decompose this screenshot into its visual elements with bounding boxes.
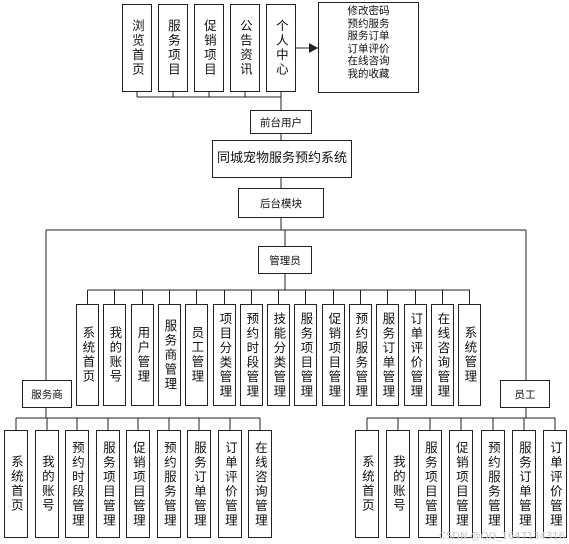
staff-module-5-label: 服务订单管理 bbox=[516, 440, 532, 528]
provider-module-7: 订单评价管理 bbox=[218, 430, 242, 538]
admin-module-1: 我的账号 bbox=[103, 304, 126, 406]
admin-module-7-label: 技能分类管理 bbox=[271, 311, 287, 399]
admin-module-4-label: 员工管理 bbox=[189, 326, 205, 384]
admin-module-14-label: 系统管理 bbox=[462, 326, 478, 384]
watermark: CSDN @QQ_1647134316 bbox=[438, 531, 565, 542]
provider-module-0-label: 系统首页 bbox=[8, 455, 24, 513]
staff-module-1: 我的账号 bbox=[386, 430, 410, 538]
admin-module-2-label: 用户管理 bbox=[135, 326, 151, 384]
admin-module-12: 订单评价管理 bbox=[404, 304, 427, 406]
provider-module-2-label: 预约时段管理 bbox=[69, 440, 85, 528]
provider-module-1: 我的账号 bbox=[35, 430, 59, 538]
personal-center-item-0: 修改密码 bbox=[347, 5, 390, 17]
admin-module-4: 员工管理 bbox=[185, 304, 208, 406]
admin-module-9: 促销项目管理 bbox=[322, 304, 345, 406]
personal-center-arrow-head bbox=[309, 43, 318, 53]
front-user-box: 前台用户 bbox=[250, 110, 312, 134]
front-user-label: 前台用户 bbox=[260, 116, 302, 129]
admin-module-13-label: 在线咨询管理 bbox=[435, 311, 451, 399]
admin-module-3-label: 服务商管理 bbox=[162, 318, 178, 392]
personal-center-item-2: 服务订单 bbox=[347, 30, 390, 43]
front-module-0-label: 浏览首页 bbox=[129, 19, 145, 77]
admin-module-10: 预约服务管理 bbox=[349, 304, 372, 406]
staff-module-6: 订单评价管理 bbox=[543, 430, 567, 538]
admin-box: 管理员 bbox=[258, 246, 312, 274]
provider-module-5-label: 预约服务管理 bbox=[161, 440, 177, 528]
staff-module-4: 预约服务管理 bbox=[481, 430, 505, 538]
front-module-3: 公告资讯 bbox=[230, 4, 260, 92]
provider-module-1-label: 我的账号 bbox=[39, 455, 55, 513]
front-module-4: 个人中心 bbox=[266, 4, 296, 92]
admin-module-13: 在线咨询管理 bbox=[431, 304, 454, 406]
admin-module-6-label: 预约时段管理 bbox=[244, 311, 260, 399]
staff-module-1-label: 我的账号 bbox=[390, 455, 406, 513]
admin-module-0-label: 系统首页 bbox=[80, 326, 96, 384]
provider-module-6: 服务订单管理 bbox=[187, 430, 211, 538]
staff-module-4-label: 预约服务管理 bbox=[485, 440, 501, 528]
provider-module-6-label: 服务订单管理 bbox=[191, 440, 207, 528]
provider-module-8-label: 在线咨询管理 bbox=[252, 440, 268, 528]
front-module-0: 浏览首页 bbox=[122, 4, 152, 92]
staff-module-2: 服务项目管理 bbox=[418, 430, 442, 538]
backend-module-box: 后台模块 bbox=[238, 188, 324, 218]
admin-label: 管理员 bbox=[269, 254, 301, 267]
provider-module-4-label: 促销项目管理 bbox=[130, 440, 146, 528]
front-module-1-label: 服务项目 bbox=[165, 19, 181, 77]
admin-module-0: 系统首页 bbox=[76, 304, 99, 406]
admin-module-2: 用户管理 bbox=[131, 304, 154, 406]
front-module-4-label: 个人中心 bbox=[273, 19, 289, 77]
admin-module-8: 服务项目管理 bbox=[294, 304, 317, 406]
admin-module-5: 项目分类管理 bbox=[213, 304, 236, 406]
personal-center-items: 修改密码预约服务服务订单订单评价在线咨询我的收藏 bbox=[319, 5, 418, 81]
staff-module-2-label: 服务项目管理 bbox=[422, 440, 438, 528]
admin-module-11-label: 服务订单管理 bbox=[380, 311, 396, 399]
staff-label: 员工 bbox=[514, 388, 536, 401]
personal-center-item-1: 预约服务 bbox=[347, 17, 390, 30]
provider-module-2: 预约时段管理 bbox=[65, 430, 89, 538]
front-module-1: 服务项目 bbox=[158, 4, 188, 92]
admin-module-1-label: 我的账号 bbox=[107, 326, 123, 384]
provider-module-7-label: 订单评价管理 bbox=[222, 440, 238, 528]
admin-module-14: 系统管理 bbox=[458, 304, 481, 406]
personal-center-items-box: 修改密码预约服务服务订单订单评价在线咨询我的收藏 bbox=[318, 2, 419, 93]
provider-label: 服务商 bbox=[31, 388, 63, 401]
system-title-box: 同城宠物服务预约系统 bbox=[212, 140, 352, 178]
personal-center-item-3: 订单评价 bbox=[347, 42, 390, 55]
admin-module-5-label: 项目分类管理 bbox=[217, 311, 233, 399]
provider-module-8: 在线咨询管理 bbox=[248, 430, 272, 538]
front-module-2-label: 促销项目 bbox=[201, 19, 217, 77]
admin-module-11: 服务订单管理 bbox=[376, 304, 399, 406]
personal-center-item-4: 在线咨询 bbox=[347, 55, 390, 68]
staff-module-0-label: 系统首页 bbox=[359, 455, 375, 513]
staff-box: 员工 bbox=[500, 380, 550, 408]
staff-module-0: 系统首页 bbox=[355, 430, 379, 538]
backend-module-label: 后台模块 bbox=[260, 197, 302, 210]
admin-module-8-label: 服务项目管理 bbox=[298, 311, 314, 399]
admin-module-3: 服务商管理 bbox=[158, 304, 181, 406]
front-module-2: 促销项目 bbox=[194, 4, 224, 92]
personal-center-item-5: 我的收藏 bbox=[347, 67, 390, 80]
admin-module-6: 预约时段管理 bbox=[240, 304, 263, 406]
staff-module-3-label: 促销项目管理 bbox=[453, 440, 469, 528]
provider-module-3-label: 服务项目管理 bbox=[100, 440, 116, 528]
system-title: 同城宠物服务预约系统 bbox=[217, 150, 348, 166]
staff-module-6-label: 订单评价管理 bbox=[547, 440, 563, 528]
admin-module-7: 技能分类管理 bbox=[267, 304, 290, 406]
provider-box: 服务商 bbox=[22, 380, 72, 408]
provider-module-4: 促销项目管理 bbox=[126, 430, 150, 538]
admin-module-10-label: 预约服务管理 bbox=[353, 311, 369, 399]
staff-module-5: 服务订单管理 bbox=[512, 430, 536, 538]
front-module-3-label: 公告资讯 bbox=[237, 19, 253, 77]
staff-module-3: 促销项目管理 bbox=[449, 430, 473, 538]
provider-module-0: 系统首页 bbox=[4, 430, 28, 538]
provider-module-3: 服务项目管理 bbox=[96, 430, 120, 538]
admin-module-12-label: 订单评价管理 bbox=[408, 311, 424, 399]
admin-module-9-label: 促销项目管理 bbox=[326, 311, 342, 399]
provider-module-5: 预约服务管理 bbox=[157, 430, 181, 538]
